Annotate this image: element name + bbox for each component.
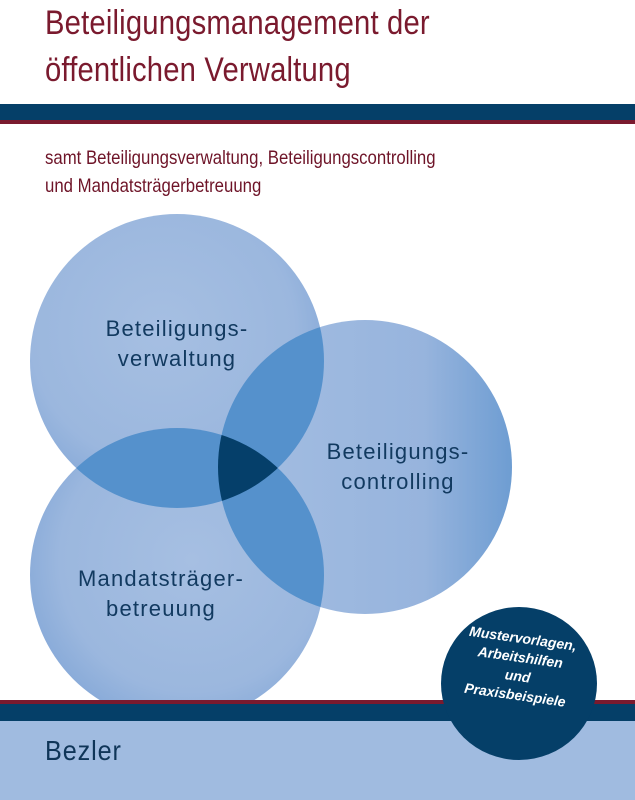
label-beteiligungscontrolling: Beteiligungs- controlling (284, 437, 512, 497)
subtitle-line-1: samt Beteiligungsverwaltung, Beteiligung… (45, 147, 436, 169)
feature-badge: Mustervorlagen, Arbeitshilfen und Praxis… (441, 607, 597, 760)
top-navy-band (0, 104, 635, 120)
top-red-stripe (0, 120, 635, 124)
label-line: Mandatsträger- (78, 566, 244, 591)
label-beteiligungsverwaltung: Beteiligungs- verwaltung (63, 314, 291, 374)
label-line: controlling (341, 469, 455, 494)
title-line-2: öffentlichen Verwaltung (45, 51, 351, 89)
label-line: verwaltung (117, 346, 237, 371)
label-line: betreuung (106, 596, 216, 621)
subtitle-line-2: und Mandatsträgerbetreuung (45, 175, 262, 197)
label-line: Beteiligungs- (326, 439, 470, 464)
book-subtitle: samt Beteiligungsverwaltung, Beteiligung… (45, 144, 436, 200)
bottom-red-stripe (0, 700, 635, 704)
author-name: Bezler (45, 735, 122, 766)
venn-diagram (30, 214, 512, 700)
book-title: Beteiligungsmanagement der öffentlichen … (45, 0, 430, 94)
label-line: Beteiligungs- (105, 316, 249, 341)
title-line-1: Beteiligungsmanagement der (45, 4, 430, 42)
label-mandatstraegerbetreuung: Mandatsträger- betreuung (47, 564, 275, 624)
badge-text: Mustervorlagen, Arbeitshilfen und Praxis… (436, 619, 601, 716)
